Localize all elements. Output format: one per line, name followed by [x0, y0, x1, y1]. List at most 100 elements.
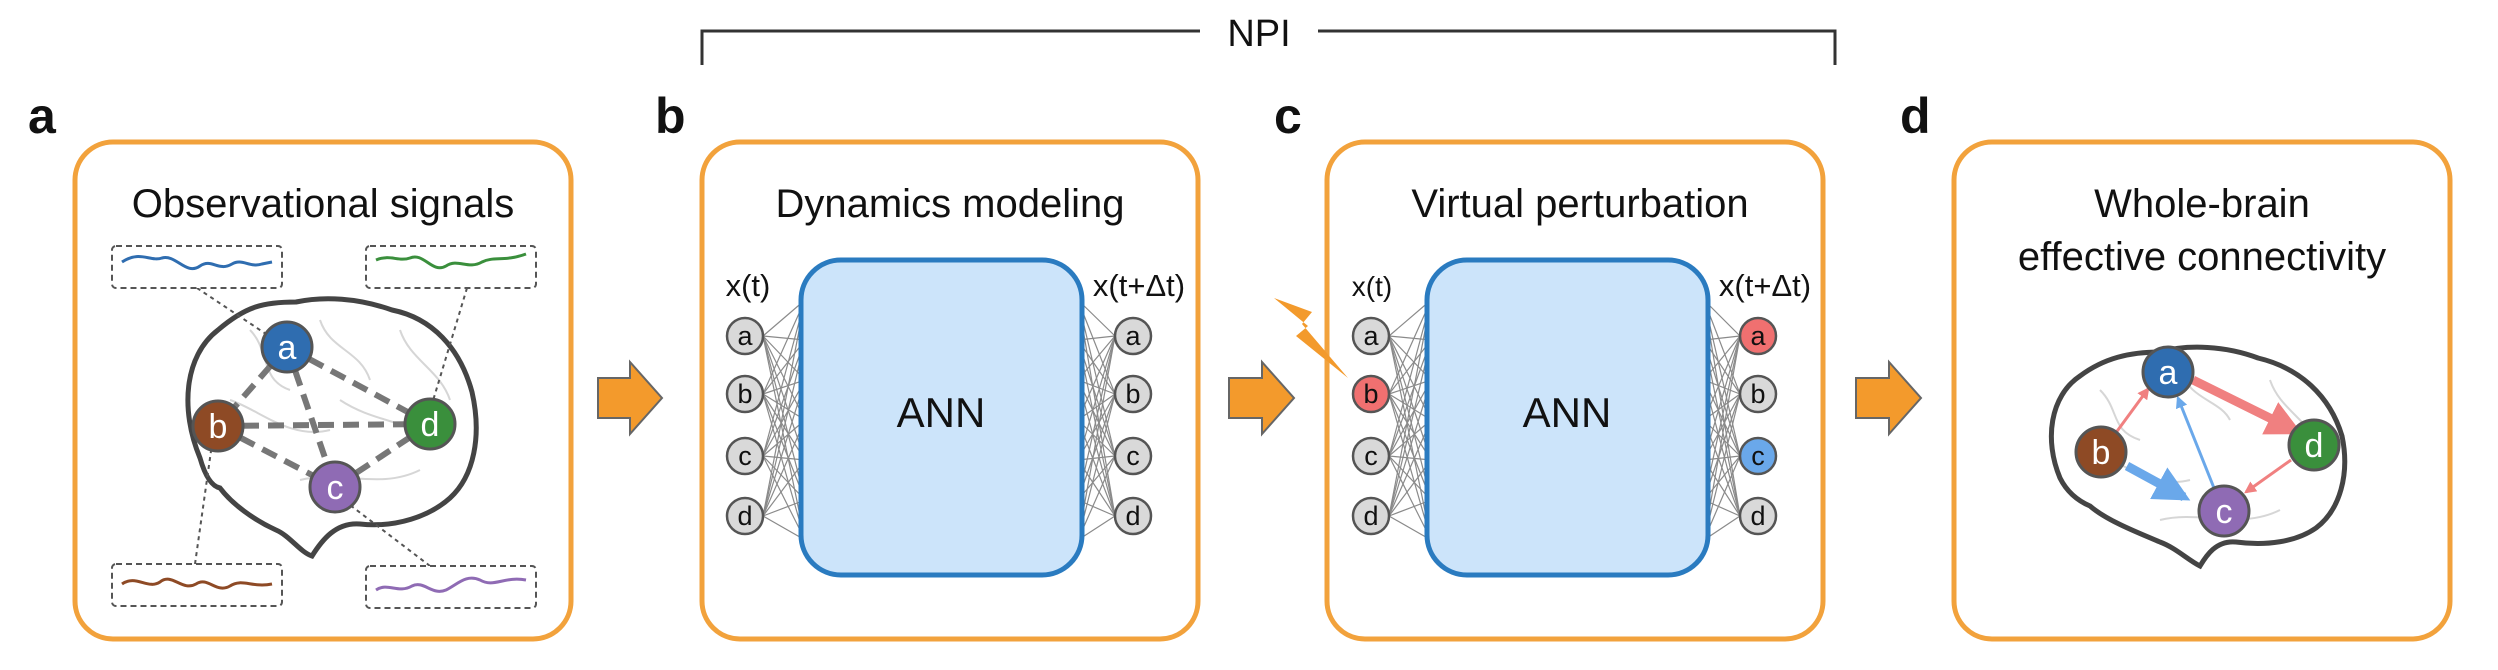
input-node-d: d	[725, 496, 765, 536]
input-node-label: c	[1364, 441, 1378, 471]
output-node-c-decreased: c	[1738, 436, 1778, 476]
region-node-label: a	[2159, 354, 2178, 392]
mesh-line	[762, 379, 806, 395]
signal-box-d	[365, 245, 537, 289]
input-node-label: d	[1363, 501, 1378, 531]
connection-d-to-c	[2244, 458, 2292, 494]
output-node-a-increased: a	[1738, 316, 1778, 356]
mesh-line	[762, 515, 806, 541]
panel-letter-a: a	[28, 88, 57, 144]
output-node-c: c	[1113, 436, 1153, 476]
output-node-label: b	[1125, 379, 1140, 409]
output-node-b: b	[1113, 374, 1153, 414]
region-node-label: b	[2092, 434, 2111, 472]
output-nodes-c: a b c d	[1738, 316, 1778, 536]
region-node-label: d	[2305, 427, 2324, 465]
output-node-label: c	[1751, 441, 1765, 471]
output-node-label: c	[1126, 441, 1140, 471]
connection-a-to-d	[2191, 375, 2303, 436]
mesh-line	[1388, 299, 1432, 395]
output-node-label: d	[1750, 501, 1765, 531]
mesh-line	[1388, 339, 1432, 517]
npi-bracket: NPI	[700, 13, 1837, 65]
mesh-line	[762, 455, 806, 501]
region-node-b-label: b	[209, 408, 228, 446]
panel-d-title-line2: effective connectivity	[2018, 235, 2386, 279]
output-node-b: b	[1738, 374, 1778, 414]
mesh-line	[762, 455, 806, 461]
panel-letter-d: d	[1900, 88, 1931, 144]
region-node-d: d	[403, 397, 457, 451]
input-node-label: a	[737, 321, 753, 351]
panel-a-title: Observational signals	[132, 182, 514, 226]
output-node-label: a	[1750, 321, 1766, 351]
connection-b-to-a	[2113, 387, 2150, 435]
mesh-line	[762, 499, 806, 517]
mesh-line	[1388, 499, 1432, 517]
signal-trace-c	[375, 576, 527, 593]
input-node-b: b	[725, 374, 765, 414]
panel-c-output-label: x(t+Δt)	[1719, 268, 1811, 303]
arrow-c-to-d	[1855, 359, 1923, 437]
connection-c-to-a	[2175, 395, 2216, 489]
effective-connections	[2113, 375, 2303, 501]
signal-trace-d	[375, 252, 527, 270]
mesh-line	[1388, 419, 1432, 517]
mesh-line	[1388, 419, 1432, 457]
output-node-a: a	[1113, 316, 1153, 356]
mesh-line	[1388, 339, 1432, 457]
mesh-line	[1388, 455, 1432, 501]
region-node-b: b	[191, 399, 245, 453]
mesh-line	[762, 459, 806, 517]
output-node-label: d	[1125, 501, 1140, 531]
mesh-line	[762, 339, 806, 457]
mesh-line	[762, 299, 806, 395]
input-node-label: d	[737, 501, 752, 531]
mesh-line	[1388, 455, 1432, 541]
region-node-d-d: d	[2287, 418, 2341, 472]
signal-leaders-a	[194, 287, 468, 567]
panel-c: Virtual perturbation x(t) x(t+Δt) ANN a …	[1274, 182, 1811, 578]
region-node-label: c	[2216, 493, 2233, 531]
mesh-line	[1388, 339, 1432, 395]
panel-b-title: Dynamics modeling	[775, 182, 1124, 226]
arrow-b-to-c	[1228, 359, 1296, 437]
signal-trace-a	[121, 255, 273, 270]
perturbation-lightning-icon	[1274, 298, 1348, 378]
region-node-c-label: c	[327, 469, 344, 507]
region-node-d-b: b	[2074, 425, 2128, 479]
output-node-label: a	[1125, 321, 1141, 351]
region-node-c: c	[308, 460, 362, 514]
signal-box-a	[111, 245, 283, 289]
input-node-c: c	[1351, 436, 1391, 476]
mesh-line	[762, 419, 806, 517]
mesh-line	[1388, 335, 1432, 381]
ann-block-b	[798, 257, 1085, 578]
panel-b-output-label: x(t+Δt)	[1093, 268, 1185, 303]
input-node-a: a	[1351, 316, 1391, 356]
panel-c-input-label: x(t)	[1352, 271, 1392, 302]
region-node-d-label: d	[421, 406, 440, 444]
input-node-b-perturbed: b	[1351, 374, 1391, 414]
mesh-line	[1388, 379, 1432, 395]
signal-box-b	[111, 563, 283, 607]
mesh-line	[762, 299, 806, 337]
mesh-line	[762, 299, 806, 457]
output-nodes-b: a b c d	[1113, 316, 1153, 536]
mesh-line	[1388, 455, 1432, 461]
panel-d: Whole-brain effective connectivity a b	[2018, 182, 2386, 570]
region-node-d-a: a	[2141, 345, 2195, 399]
output-node-label: b	[1750, 379, 1765, 409]
input-nodes-c: a b c d	[1351, 316, 1391, 536]
mesh-line	[762, 455, 806, 541]
mesh-line	[1388, 335, 1432, 341]
output-node-d: d	[1113, 496, 1153, 536]
panel-letter-b: b	[655, 88, 686, 144]
mesh-line	[1388, 459, 1432, 517]
brain-outline-d	[2048, 344, 2348, 570]
arrow-a-to-b	[597, 359, 664, 437]
input-node-label: b	[737, 379, 752, 409]
region-node-d-c: c	[2197, 484, 2251, 538]
ann-block-c	[1424, 257, 1711, 578]
mesh-line	[762, 339, 806, 517]
